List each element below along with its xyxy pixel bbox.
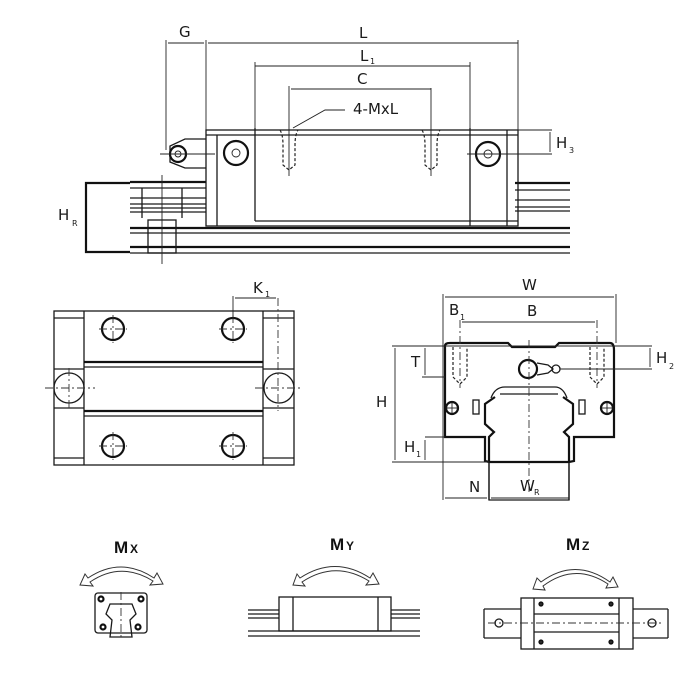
dim-label-c: C xyxy=(357,70,367,88)
moment-my: M Y xyxy=(248,535,420,637)
moment-label-my: M xyxy=(330,535,344,554)
dim-label-t: T xyxy=(410,353,421,371)
dim-label-b: B xyxy=(527,302,537,320)
dimensions-side xyxy=(165,40,552,155)
svg-text:1: 1 xyxy=(416,450,421,459)
dim-label-n: N xyxy=(469,478,480,496)
svg-text:X: X xyxy=(130,542,138,556)
side-view: H R xyxy=(58,23,574,264)
svg-text:3: 3 xyxy=(569,146,574,155)
dim-label-h1: H xyxy=(404,438,415,456)
moment-label-mx: M xyxy=(114,538,128,557)
svg-text:Y: Y xyxy=(346,539,354,553)
dim-label-wr: W xyxy=(520,477,535,495)
moment-mz: M Z xyxy=(483,535,669,650)
dim-label-b1: B xyxy=(449,301,459,319)
thread-label: 4-MxL xyxy=(353,100,399,118)
front-view: W B 1 B T H 2 H H 1 N W R xyxy=(376,276,674,501)
dim-label-hr: H xyxy=(58,206,69,224)
moment-label-mz: M xyxy=(566,535,580,554)
svg-text:2: 2 xyxy=(669,362,674,371)
dim-label-h3: H xyxy=(556,134,567,152)
rotation-arrow-icon xyxy=(532,569,619,591)
dim-label-w: W xyxy=(522,276,537,294)
dim-label-g: G xyxy=(179,23,191,41)
rotation-arrow-icon xyxy=(79,566,164,587)
dim-label-h: H xyxy=(376,393,387,411)
mounting-holes xyxy=(99,315,247,460)
block-side xyxy=(160,88,519,227)
dim-label-h2: H xyxy=(656,349,667,367)
svg-text:R: R xyxy=(534,488,540,497)
svg-text:R: R xyxy=(72,219,78,228)
top-view: K 1 xyxy=(45,279,303,466)
svg-text:1: 1 xyxy=(265,290,270,299)
svg-text:1: 1 xyxy=(460,313,465,322)
rail-side xyxy=(130,175,570,264)
hr-bracket xyxy=(84,181,130,254)
svg-text:1: 1 xyxy=(370,57,375,66)
dim-label-l1: L xyxy=(360,47,369,65)
rotation-arrow-icon xyxy=(292,566,380,587)
dim-label-l: L xyxy=(359,24,368,42)
dim-label-k1: K xyxy=(253,279,264,297)
svg-text:Z: Z xyxy=(582,539,589,553)
moment-mx: M X xyxy=(79,538,164,638)
